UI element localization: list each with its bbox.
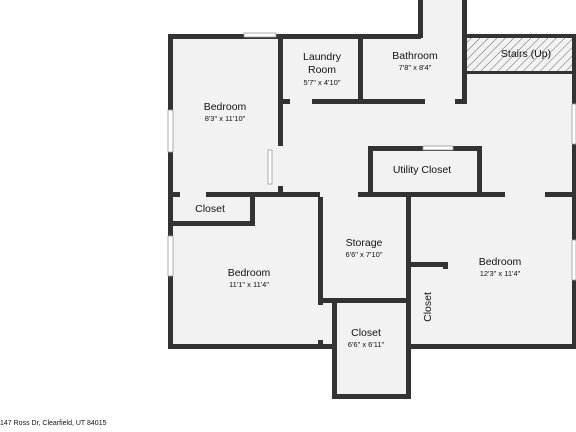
laundry-room-name-line1: Laundry — [303, 51, 342, 63]
bedroom-nw-dims: 8'3" x 11'10" — [205, 114, 246, 123]
closet-s-name: Closet — [351, 327, 381, 339]
laundry-room-name-line2: Room — [308, 64, 336, 76]
bathroom-name: Bathroom — [392, 50, 438, 62]
bathroom-dims: 7'8" x 8'4" — [399, 63, 432, 72]
bedroom-e-name: Bedroom — [479, 256, 522, 268]
closet-e-name: Closet — [422, 292, 434, 322]
bedroom-sw-name: Bedroom — [228, 267, 271, 279]
closet-w-name: Closet — [195, 203, 225, 215]
windows — [167, 32, 576, 281]
closet-s-dims: 6'6" x 6'11" — [348, 340, 385, 349]
stairs-hatch — [466, 38, 576, 72]
storage-dims: 6'6" x 7'10" — [346, 250, 383, 259]
property-address: 147 Ross Dr, Clearfield, UT 84015 — [0, 420, 107, 427]
utility-closet-name: Utility Closet — [393, 164, 451, 176]
bedroom-e-dims: 12'3" x 11'4" — [480, 269, 521, 278]
stairs-label: Stairs (Up) — [501, 48, 551, 60]
bedroom-sw-dims: 11'1" x 11'4" — [229, 280, 269, 289]
bedroom-nw-name: Bedroom — [204, 101, 247, 113]
storage-name: Storage — [346, 237, 383, 249]
laundry-room-dims: 5'7" x 4'10" — [304, 78, 341, 87]
